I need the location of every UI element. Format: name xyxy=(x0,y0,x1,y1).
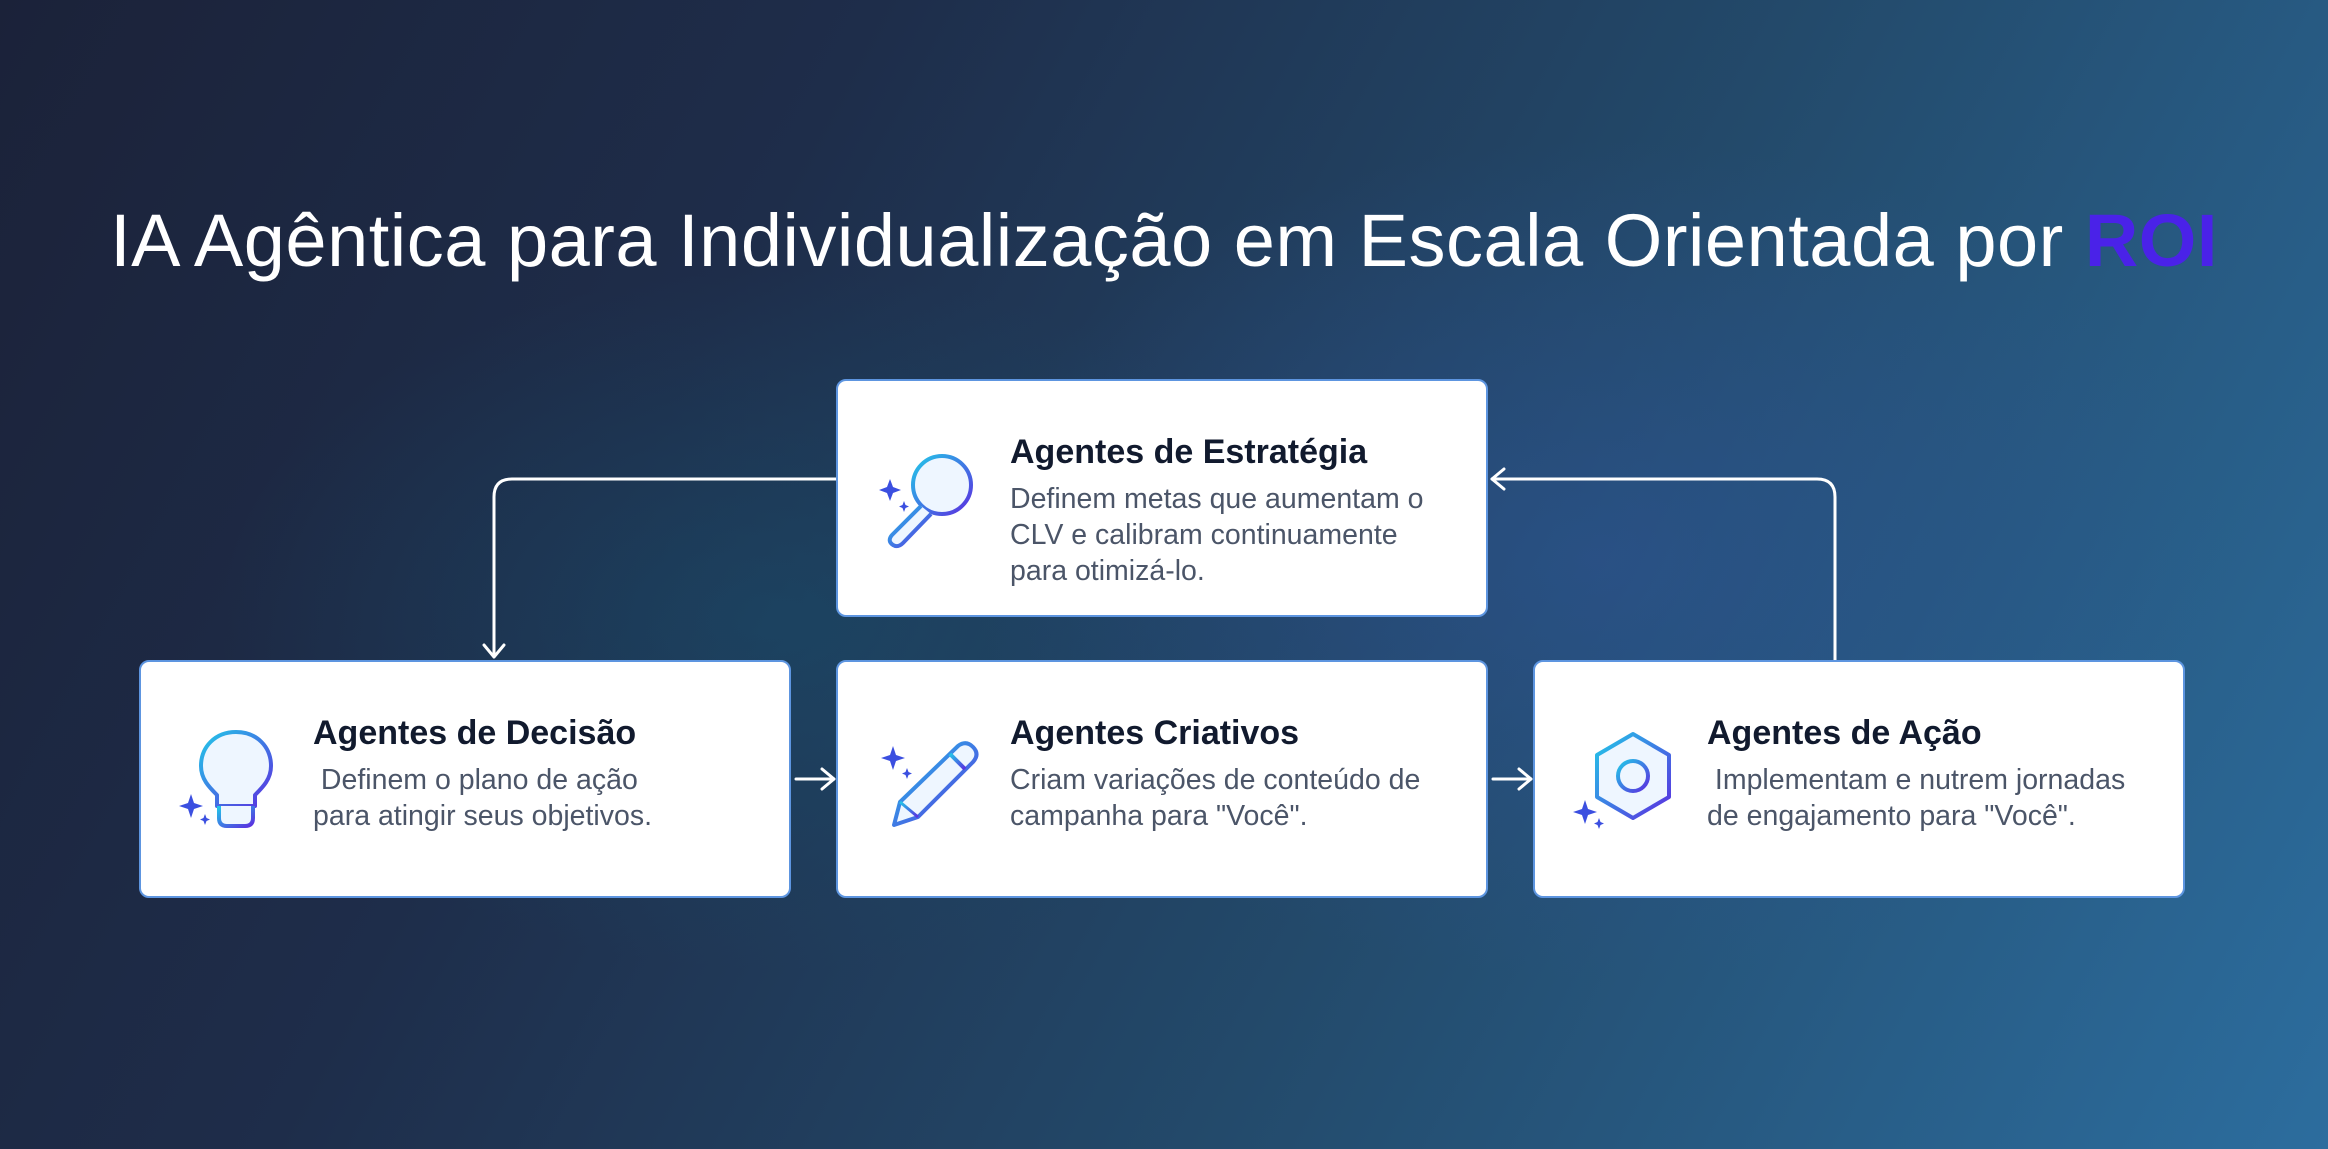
card-title: Agentes de Decisão xyxy=(313,714,637,752)
card-decision-agents: Agentes de Decisão Definem o plano de aç… xyxy=(139,660,791,898)
connector-decision-to-creative-arrowhead xyxy=(820,767,836,791)
card-description: Implementam e nutrem jornadas de engajam… xyxy=(1707,764,2126,832)
card-title: Agentes de Estratégia xyxy=(1010,433,1368,471)
connector-strategy-to-decision xyxy=(492,477,838,657)
magnifier-sparkle-icon xyxy=(876,445,986,555)
connector-creative-to-action-arrowhead xyxy=(1517,767,1533,791)
card-description: Criam variações de conteúdo de campanha … xyxy=(1010,764,1421,832)
page-title: IA Agêntica para Individualização em Esc… xyxy=(0,198,2328,283)
card-action-agents: Agentes de Ação Implementam e nutrem jor… xyxy=(1533,660,2185,898)
lightbulb-sparkle-icon xyxy=(179,726,289,836)
connector-action-to-strategy-arrowhead xyxy=(1490,467,1506,491)
card-description: Definem o plano de ação para atingir seu… xyxy=(313,764,653,832)
card-title: Agentes Criativos xyxy=(1010,714,1300,752)
connector-strategy-to-decision-arrowhead xyxy=(482,643,506,659)
title-accent: ROI xyxy=(2084,198,2218,282)
connector-action-to-strategy xyxy=(1490,477,1837,662)
title-main: IA Agêntica para Individualização em Esc… xyxy=(110,198,2085,282)
pencil-sparkle-icon xyxy=(876,726,986,836)
card-description: Definem metas que aumentam o CLV e calib… xyxy=(1010,483,1424,587)
card-strategy-agents: Agentes de Estratégia Definem metas que … xyxy=(836,379,1488,617)
card-creative-agents: Agentes Criativos Criam variações de con… xyxy=(836,660,1488,898)
hexagon-nut-sparkle-icon xyxy=(1573,726,1683,836)
card-title: Agentes de Ação xyxy=(1707,714,1982,752)
